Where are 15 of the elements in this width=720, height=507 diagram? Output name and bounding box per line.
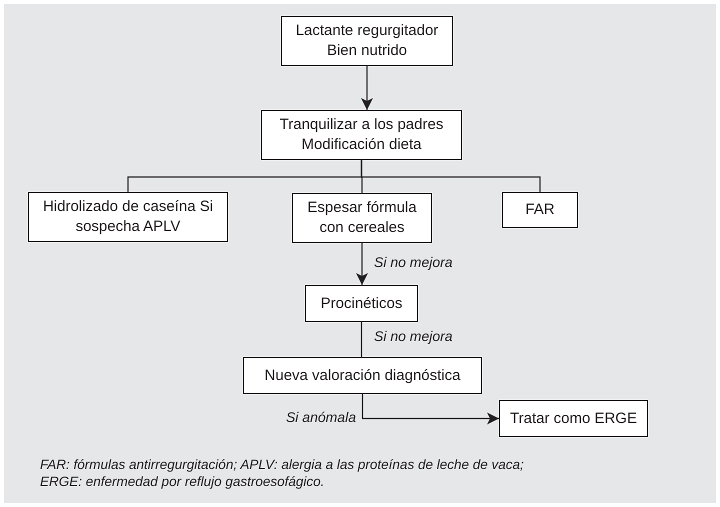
process-box: FAR <box>502 192 578 228</box>
connector-line <box>360 322 362 357</box>
footnote-text: FAR: fórmulas antirregurgitación; APLV: alergia a las proteínas de leche de vaca; <box>40 456 524 473</box>
process-box: Tranquilizar a los padres Modificación dieta <box>261 110 462 160</box>
process-box: Espesar fórmula con cereales <box>292 193 432 243</box>
process-box: Procinéticos <box>305 285 418 322</box>
connector-line <box>360 160 541 192</box>
process-box: Nueva valoración diagnóstica <box>243 357 482 394</box>
arrow <box>361 66 373 110</box>
arrow <box>356 243 368 285</box>
process-box: Tratar como ERGE <box>499 400 648 437</box>
process-box: Hidrolizado de caseína Si sospecha APLV <box>28 192 228 242</box>
arrow <box>362 394 499 424</box>
footnote-text: ERGE: enfermedad por reflujo gastroesofágico. <box>40 473 326 490</box>
process-box: Lactante regurgitador Bien nutrido <box>281 16 453 66</box>
